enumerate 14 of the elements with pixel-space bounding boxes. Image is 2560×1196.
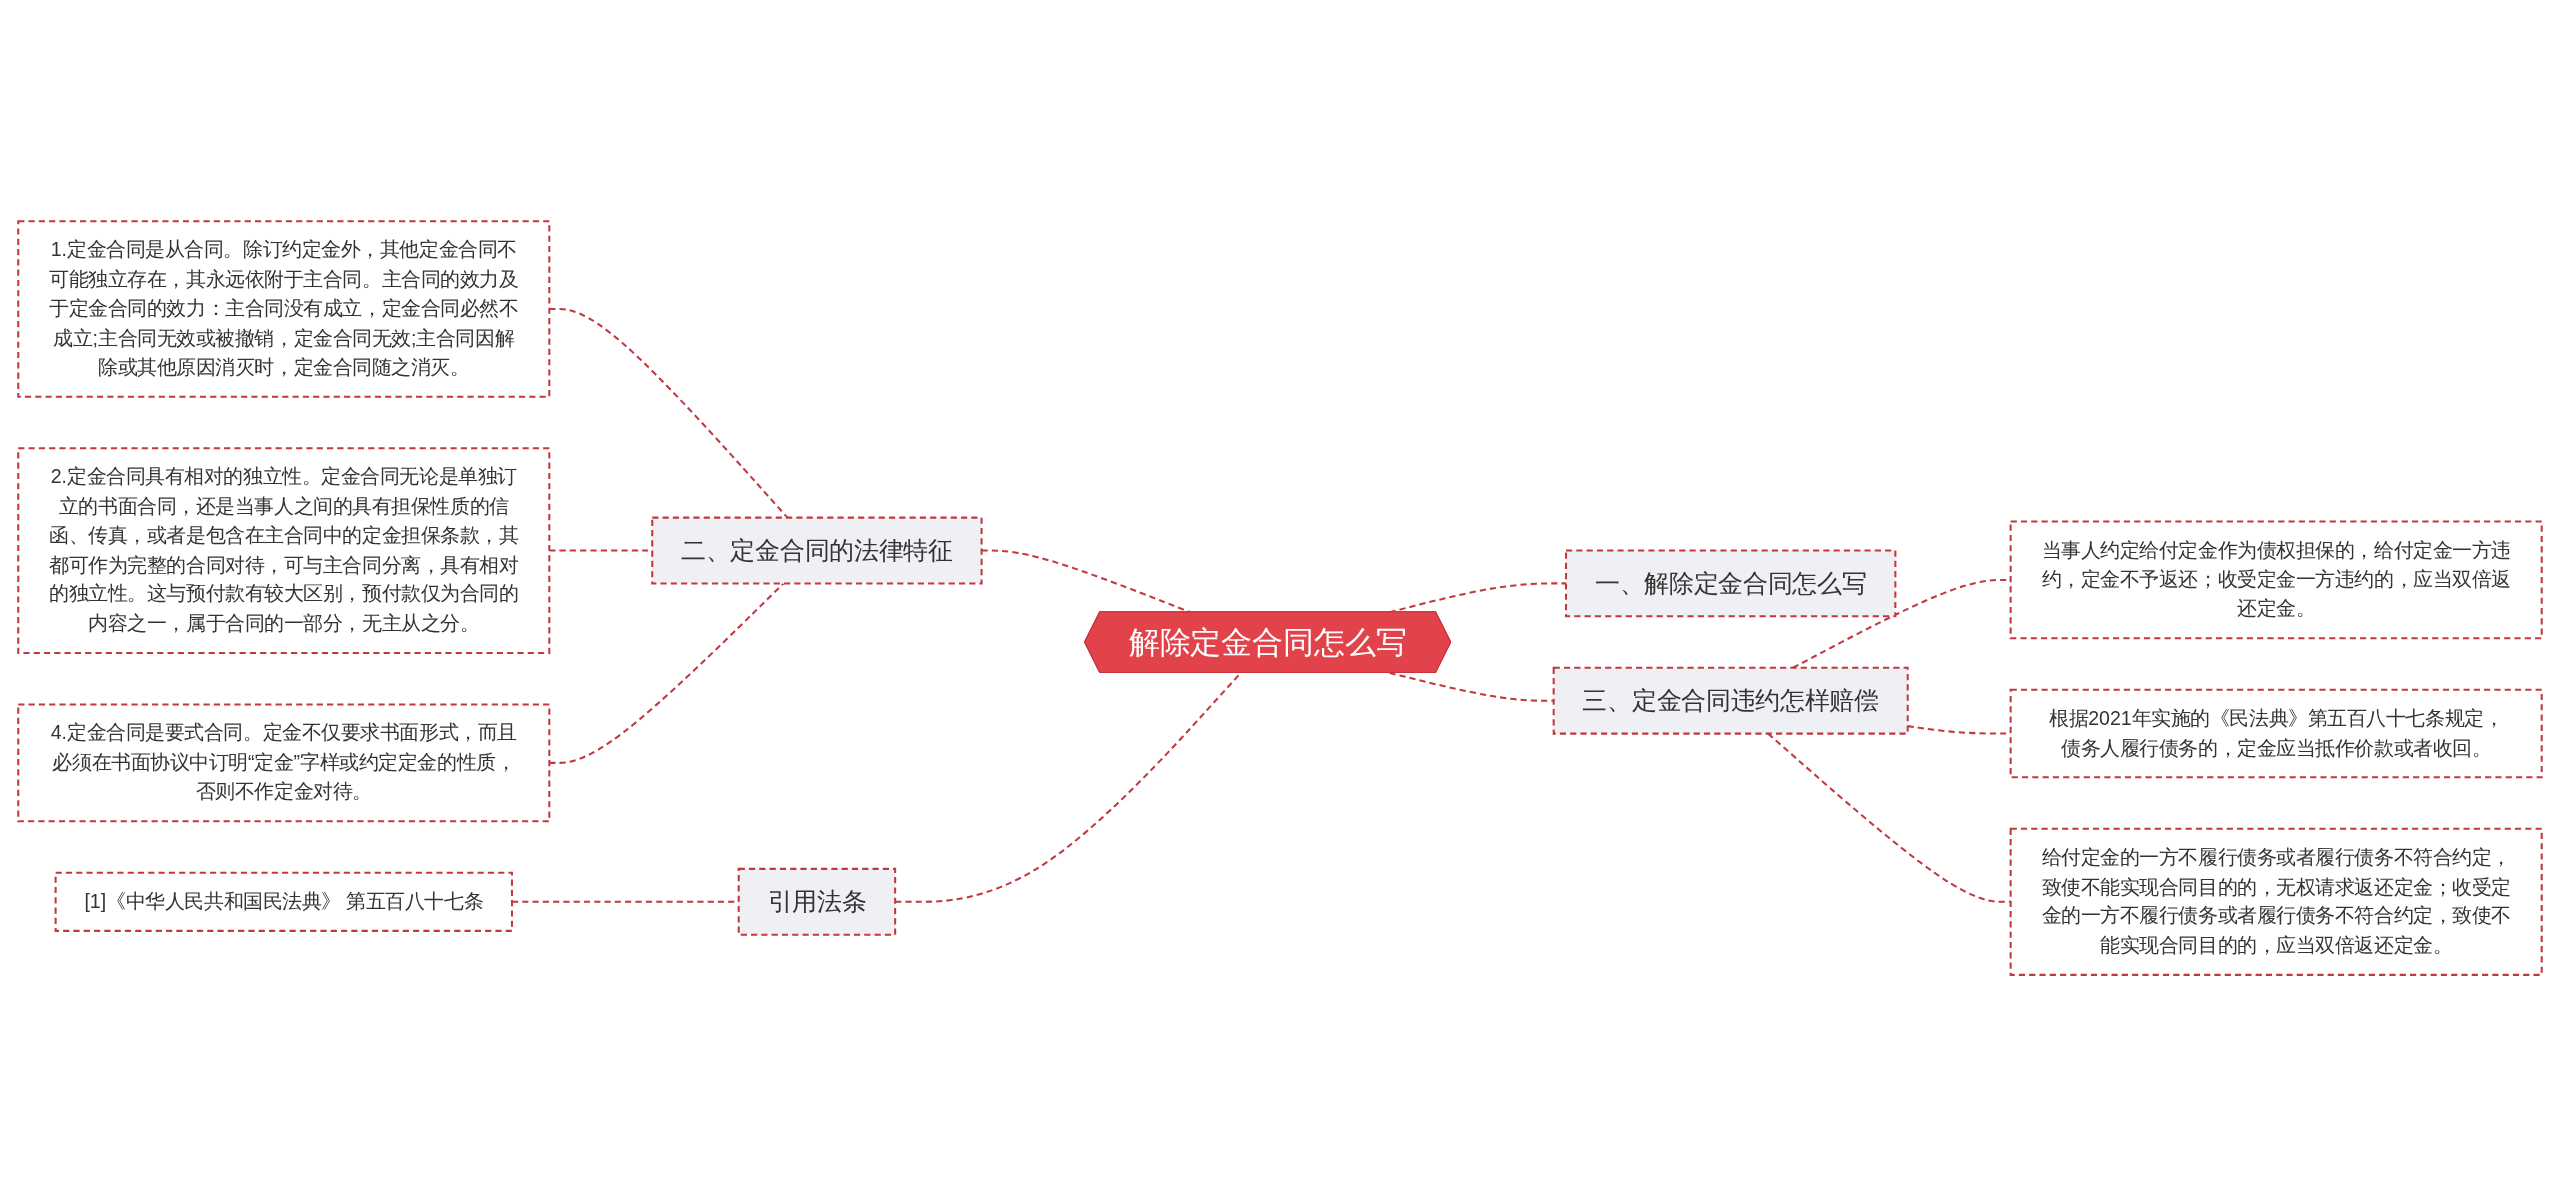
topic-box: 引用法条 bbox=[737, 867, 897, 936]
note-box: 给付定金的一方不履行债务或者履行债务不符合约定，致使不能实现合同目的的，无权请求返还定金；收受定金的一方不履行债务或者履行债务不符合约定，致使不能实现合同目的的，应当双倍返还定金。 bbox=[2009, 827, 2543, 976]
topic-box: 一、解除定金合同怎么写 bbox=[1565, 549, 1897, 618]
note-box: 1.定金合同是从合同。除订约定金外，其他定金合同不可能独立存在，其永远依附于主合同。主合同的效力及于定金合同的效力：主合同没有成立，定金合同必然不成立;主合同无效或被撤销，定金合同无效;主合同因解除或其他原因消灭时，定金合同随之消灭。 bbox=[17, 220, 551, 398]
note-box: 4.定金合同是要式合同。定金不仅要求书面形式，而且必须在书面协议中订明“定金”字样或约定定金的性质，否则不作定金对待。 bbox=[17, 703, 551, 823]
note-box: 根据2021年实施的《民法典》第五百八十七条规定，债务人履行债务的，定金应当抵作价款或者收回。 bbox=[2009, 688, 2543, 779]
central-topic-hexagon: 解除定金合同怎么写 bbox=[1084, 611, 1452, 673]
connector-line bbox=[1389, 671, 1554, 702]
connector-line bbox=[895, 672, 1242, 903]
topic-box: 二、定金合同的法律特征 bbox=[651, 516, 983, 585]
note-box: [1]《中华人民共和国民法典》 第五百八十七条 bbox=[54, 871, 513, 932]
topic-box: 三、定金合同违约怎样赔偿 bbox=[1552, 666, 1909, 735]
note-box: 2.定金合同具有相对的独立性。定金合同无论是单独订立的书面合同，还是当事人之间的具有担保性质的信函、传真，或者是包含在主合同中的定金担保条款，其都可作为完整的合同对待，可与主合同分离，具有相对的独立性。这与预付款有较大区别，预付款仅为合同的内容之一，属于合同的一部分，无主从之分。 bbox=[17, 447, 551, 654]
note-box: 当事人约定给付定金作为债权担保的，给付定金一方违约，定金不予返还；收受定金一方违约的，应当双倍返还定金。 bbox=[2009, 520, 2543, 640]
